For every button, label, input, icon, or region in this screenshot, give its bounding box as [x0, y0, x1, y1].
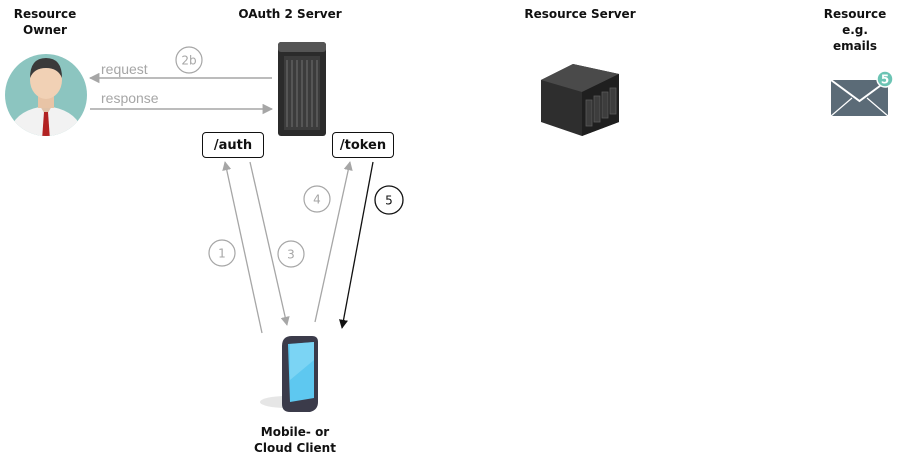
arrow-step-4	[314, 161, 353, 323]
arrow-step-3	[249, 161, 290, 326]
step-3: 3	[277, 240, 305, 268]
svg-text:4: 4	[313, 193, 321, 207]
step-1: 1	[208, 239, 236, 267]
step-4: 4	[303, 185, 331, 213]
email-badge: 5	[876, 70, 894, 88]
resource-owner-avatar	[5, 54, 87, 136]
arrow-step-5	[339, 161, 374, 329]
resource-server-label: Resource Server	[524, 7, 636, 21]
request-text: request	[101, 61, 148, 77]
resource-emails-label: Resource e.g. emails	[823, 7, 887, 53]
arrow-step-1	[222, 161, 263, 334]
svg-text:3: 3	[287, 248, 295, 262]
resource-owner-label: Resource Owner	[13, 7, 77, 37]
phone-icon	[260, 336, 318, 412]
auth-endpoint: /auth	[202, 132, 264, 158]
response-text: response	[101, 90, 159, 106]
svg-text:5: 5	[385, 194, 393, 208]
oauth-server-label: OAuth 2 Server	[238, 7, 342, 21]
resource-server-icon	[541, 64, 619, 136]
client-label: Mobile- or Cloud Client	[254, 425, 336, 455]
step-5: 5	[374, 185, 404, 215]
svg-text:1: 1	[218, 247, 226, 261]
svg-text:2b: 2b	[181, 54, 196, 68]
oauth-server-icon	[278, 42, 326, 136]
step-2b: 2b	[175, 46, 203, 74]
token-endpoint: /token	[332, 132, 394, 158]
envelope-icon	[830, 79, 889, 117]
svg-text:5: 5	[881, 73, 889, 87]
